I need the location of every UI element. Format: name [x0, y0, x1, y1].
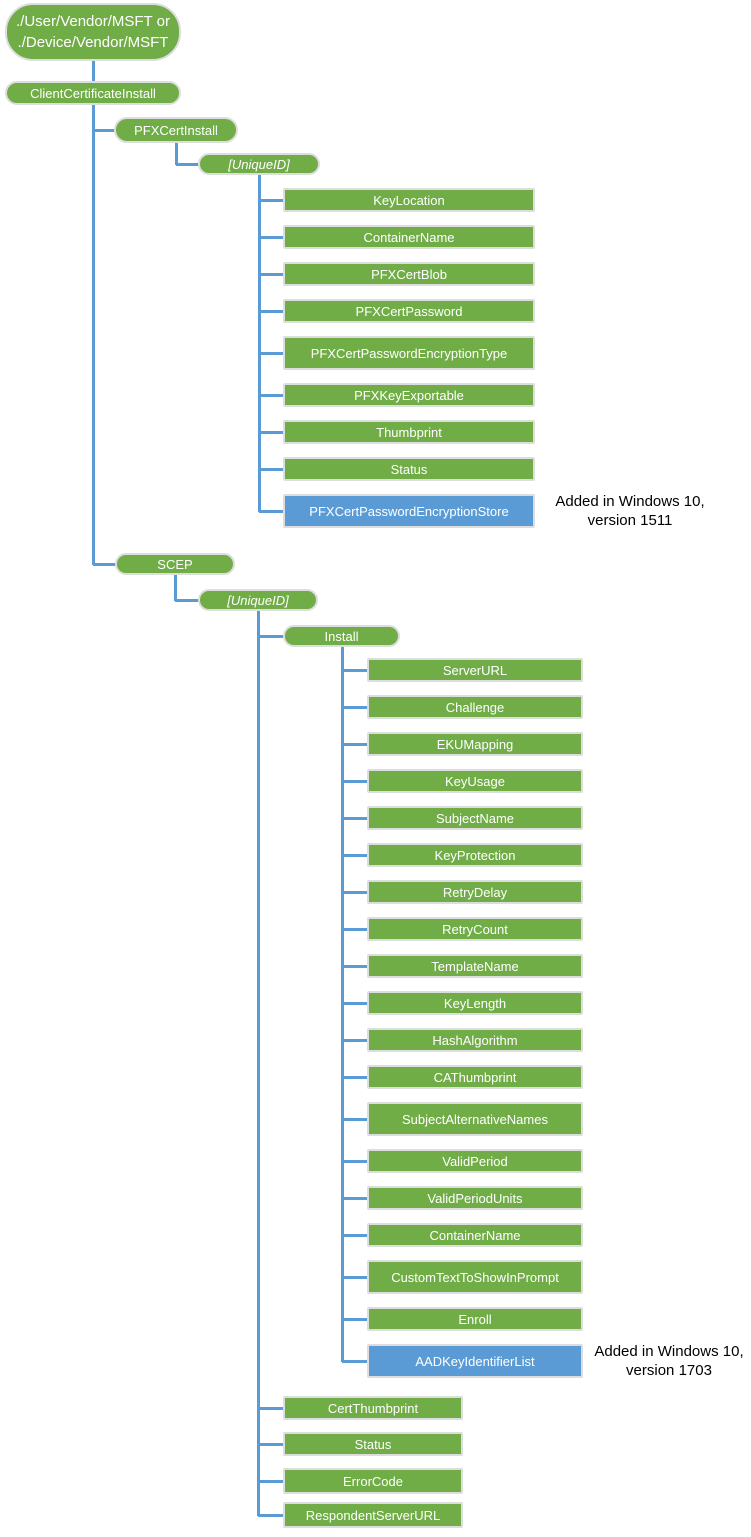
node-serverurl: ServerURL	[367, 658, 583, 682]
connector-branch	[259, 352, 285, 355]
connector-spine	[257, 611, 260, 1516]
node-keyloc: KeyLocation	[283, 188, 535, 212]
node-status2: Status	[283, 1432, 463, 1456]
connector-branch	[342, 1076, 369, 1079]
connector-branch	[342, 1197, 369, 1200]
node-pfx: PFXCertInstall	[114, 117, 238, 143]
node-subjname: SubjectName	[367, 806, 583, 830]
connector-branch	[259, 310, 285, 313]
connector-branch	[342, 1118, 369, 1121]
connector-branch	[342, 965, 369, 968]
connector-branch	[258, 1514, 285, 1517]
connector-spine	[175, 143, 178, 165]
connector-branch	[342, 1002, 369, 1005]
connector-branch	[342, 1318, 369, 1321]
node-cathumb: CAThumbprint	[367, 1065, 583, 1089]
annotation-aadkey: Added in Windows 10, version 1703	[594, 1343, 744, 1379]
node-thumb: Thumbprint	[283, 420, 535, 444]
node-hash: HashAlgorithm	[367, 1028, 583, 1052]
connector-branch	[342, 854, 369, 857]
node-pwdtype: PFXCertPasswordEncryptionType	[283, 336, 535, 370]
node-san: SubjectAlternativeNames	[367, 1102, 583, 1136]
connector-spine	[174, 575, 177, 601]
node-cname2: ContainerName	[367, 1223, 583, 1247]
node-store: PFXCertPasswordEncryptionStore	[283, 494, 535, 528]
node-retrydelay: RetryDelay	[367, 880, 583, 904]
node-exportable: PFXKeyExportable	[283, 383, 535, 407]
connector-branch	[259, 468, 285, 471]
connector-branch	[342, 1276, 369, 1279]
node-respondent: RespondentServerURL	[283, 1502, 463, 1528]
node-keyusage: KeyUsage	[367, 769, 583, 793]
connector-branch	[342, 891, 369, 894]
connector-branch	[342, 1234, 369, 1237]
node-install: Install	[283, 625, 400, 647]
node-errorcode: ErrorCode	[283, 1468, 463, 1494]
connector-branch	[259, 273, 285, 276]
connector-spine	[92, 105, 95, 565]
annotation-store: Added in Windows 10, version 1511	[555, 493, 705, 529]
node-status1: Status	[283, 457, 535, 481]
node-uid2: [UniqueID]	[198, 589, 318, 611]
node-challenge: Challenge	[367, 695, 583, 719]
node-root: ./User/Vendor/MSFT or ./Device/Vendor/MS…	[5, 3, 181, 61]
connector-branch	[259, 394, 285, 397]
connector-branch	[342, 780, 369, 783]
node-aadkey: AADKeyIdentifierList	[367, 1344, 583, 1378]
connector-branch	[93, 563, 117, 566]
connector-branch	[258, 1480, 285, 1483]
node-template: TemplateName	[367, 954, 583, 978]
node-validperiod: ValidPeriod	[367, 1149, 583, 1173]
connector-branch	[258, 1407, 285, 1410]
connector-branch	[342, 743, 369, 746]
connector-branch	[93, 129, 116, 132]
node-retrycount: RetryCount	[367, 917, 583, 941]
node-scep: SCEP	[115, 553, 235, 575]
connector-branch	[342, 928, 369, 931]
connector-spine	[341, 647, 344, 1362]
connector-branch	[342, 817, 369, 820]
connector-branch	[259, 510, 285, 513]
connector-branch	[342, 1360, 369, 1363]
node-uid1: [UniqueID]	[198, 153, 320, 175]
connector-branch	[259, 236, 285, 239]
connector-drop	[92, 61, 95, 81]
node-eku: EKUMapping	[367, 732, 583, 756]
connector-branch	[258, 635, 285, 638]
node-pwd: PFXCertPassword	[283, 299, 535, 323]
connector-branch	[342, 1039, 369, 1042]
node-cname1: ContainerName	[283, 225, 535, 249]
node-keylength: KeyLength	[367, 991, 583, 1015]
node-blob: PFXCertBlob	[283, 262, 535, 286]
node-customtext: CustomTextToShowInPrompt	[367, 1260, 583, 1294]
node-certthumb: CertThumbprint	[283, 1396, 463, 1420]
connector-spine	[258, 175, 261, 512]
node-keyprot: KeyProtection	[367, 843, 583, 867]
connector-branch	[342, 669, 369, 672]
node-enroll: Enroll	[367, 1307, 583, 1331]
connector-branch	[258, 1443, 285, 1446]
connector-branch	[176, 163, 200, 166]
node-vpunits: ValidPeriodUnits	[367, 1186, 583, 1210]
connector-branch	[259, 199, 285, 202]
connector-branch	[175, 599, 200, 602]
connector-branch	[259, 431, 285, 434]
connector-branch	[342, 1160, 369, 1163]
node-cci: ClientCertificateInstall	[5, 81, 181, 105]
connector-branch	[342, 706, 369, 709]
